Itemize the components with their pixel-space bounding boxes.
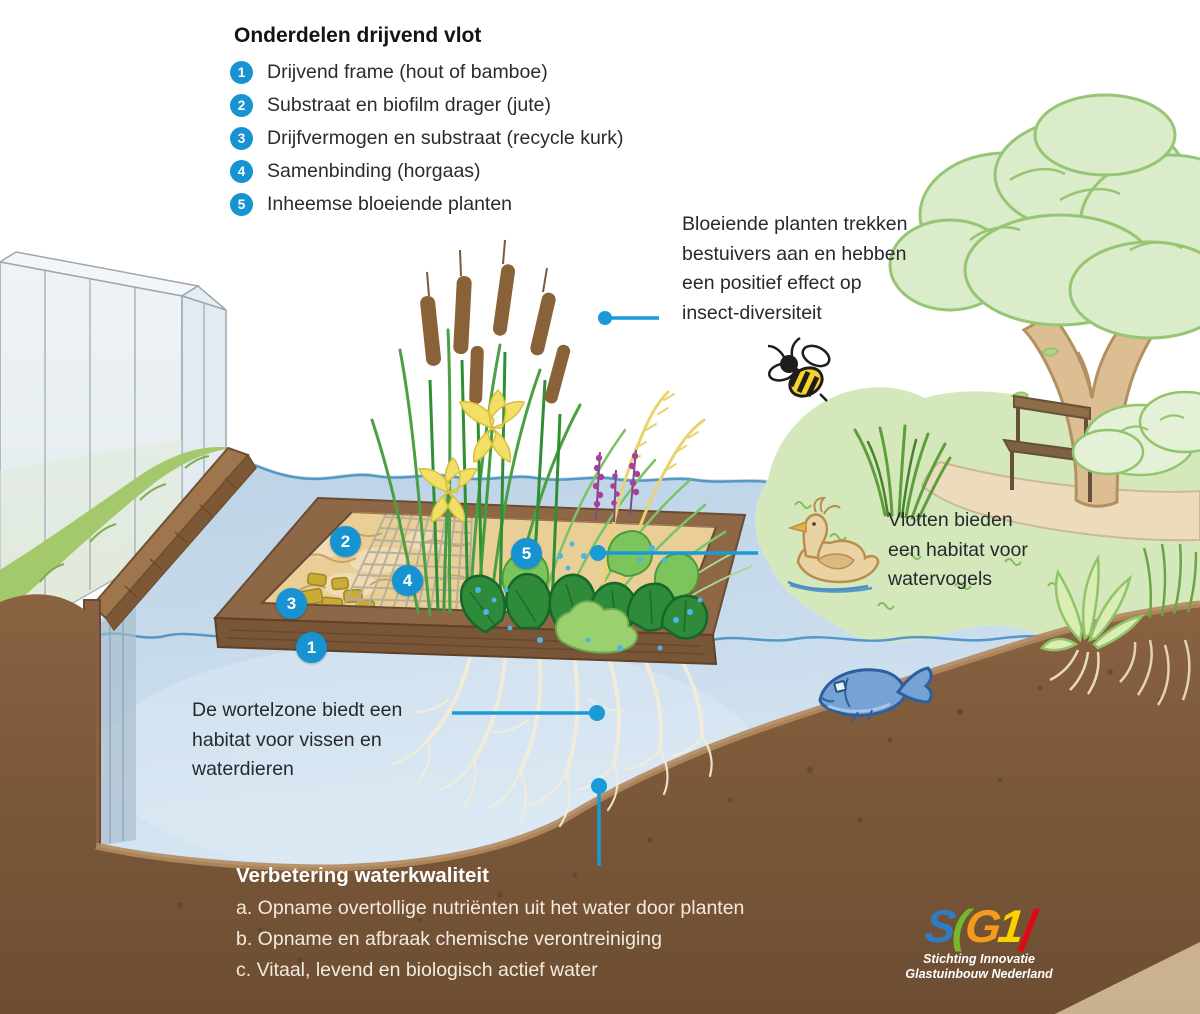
annotation-line: een habitat voor xyxy=(888,538,1028,561)
annotation-rootzone: De wortelzone biedt een habitat voor vis… xyxy=(192,696,402,785)
annotation-waterbirds: Vlotten bieden een habitat voor watervog… xyxy=(888,506,1028,595)
annotation-line: watervogels xyxy=(888,568,993,590)
water-plant xyxy=(1039,553,1146,652)
legend-item-label: Drijfvermogen en substraat (recycle kurk… xyxy=(267,127,624,149)
raft-plants xyxy=(370,239,753,654)
shore-plants xyxy=(1039,543,1198,706)
water-quality-item: b. Opname en afbraak chemische verontrei… xyxy=(236,928,662,950)
raft-marker-4: 4 xyxy=(392,565,423,596)
callout-rootzone xyxy=(452,705,605,721)
annotation-line: habitat voor vissen en xyxy=(192,728,382,751)
legend-item-number: 1 xyxy=(230,61,253,84)
legend-item-label: Drijvend frame (hout of bamboe) xyxy=(267,61,548,83)
annotation-line: Vlotten bieden xyxy=(888,509,1013,531)
callout-waterbirds xyxy=(590,545,758,561)
garden-path xyxy=(920,460,1200,542)
annotation-line: een positief effect op xyxy=(682,272,862,294)
legend-title: Onderdelen drijvend vlot xyxy=(234,24,482,47)
left-bank-grass xyxy=(0,447,232,616)
sign-logo: S(G1| Stichting Innovatie Glastuinbouw N… xyxy=(890,900,1067,982)
raft-marker-2: 2 xyxy=(330,526,361,557)
legend-item-number: 5 xyxy=(230,193,253,216)
raft-marker-5: 5 xyxy=(511,538,542,569)
leaf-mound xyxy=(459,530,709,654)
annotation-line: waterdieren xyxy=(192,758,294,780)
legend-item-number: 3 xyxy=(230,127,253,150)
annotation-line: Bloeiende planten trekken xyxy=(682,213,908,235)
iris-flowers xyxy=(417,388,525,613)
annotation-line: bestuivers aan en hebben xyxy=(682,242,907,265)
legend-panel: Onderdelen drijvend vlot 1 Drijvend fram… xyxy=(230,24,624,226)
cattails xyxy=(420,239,571,613)
reed-clump xyxy=(853,424,952,522)
callout-pollinators xyxy=(598,311,659,325)
water-quality-title: Verbetering waterkwaliteit xyxy=(236,864,489,887)
legend-item-label: Substraat en biofilm drager (jute) xyxy=(267,94,551,116)
legend-item: 5 Inheemse bloeiende planten xyxy=(230,193,624,216)
callout-waterquality xyxy=(591,778,607,866)
legend-item-label: Samenbinding (horgaas) xyxy=(267,160,481,182)
legend-item: 2 Substraat en biofilm drager (jute) xyxy=(230,94,624,117)
purple-flowers xyxy=(592,449,641,523)
raft-marker-1: 1 xyxy=(296,632,327,663)
tree-roots xyxy=(1119,639,1191,706)
water-quality-item: c. Vitaal, levend en biologisch actief w… xyxy=(236,959,598,981)
legend-item-number: 2 xyxy=(230,94,253,117)
annotation-pollinators: Bloeiende planten trekken bestuivers aan… xyxy=(682,210,908,328)
legend-item: 4 Samenbinding (horgaas) xyxy=(230,160,624,183)
logo-letter-g: G xyxy=(962,900,1001,952)
water-quality-item: a. Opname overtollige nutriënten uit het… xyxy=(236,897,745,919)
sign-logo-letters: S(G1| xyxy=(890,900,1067,952)
blue-florets xyxy=(475,541,703,651)
duck xyxy=(787,496,880,591)
fish xyxy=(818,666,933,723)
annotation-line: insect-diversiteit xyxy=(682,301,822,324)
logo-org-line: Stichting Innovatie xyxy=(923,952,1035,966)
raft-marker-3: 3 xyxy=(276,588,307,619)
legend-item-number: 4 xyxy=(230,160,253,183)
legend-item: 1 Drijvend frame (hout of bamboe) xyxy=(230,61,624,84)
legend-item-label: Inheemse bloeiende planten xyxy=(267,193,513,215)
logo-org-line: Glastuinbouw Nederland xyxy=(905,967,1053,981)
bee xyxy=(767,336,831,402)
tree-foliage xyxy=(888,93,1200,340)
legend-item: 3 Drijfvermogen en substraat (recycle ku… xyxy=(230,127,624,150)
annotation-line: De wortelzone biedt een xyxy=(192,699,403,721)
bush xyxy=(1071,390,1200,477)
logo-org-name: Stichting Innovatie Glastuinbouw Nederla… xyxy=(893,952,1065,982)
path-corner xyxy=(1055,942,1200,1014)
water-quality-panel: Verbetering waterkwaliteit a. Opname ove… xyxy=(236,864,744,986)
callouts xyxy=(452,311,758,866)
